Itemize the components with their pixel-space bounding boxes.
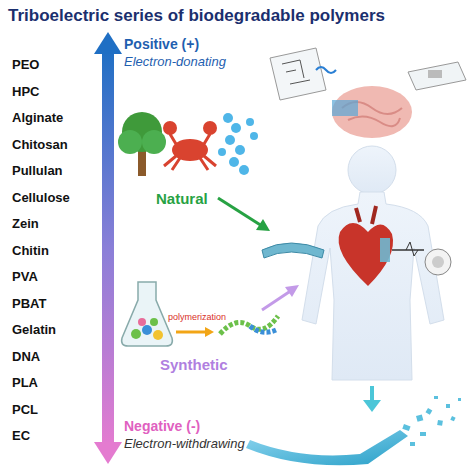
polymer-name: DNA xyxy=(12,350,40,365)
polymer-name: Cellulose xyxy=(12,191,70,206)
polymer-name: Chitin xyxy=(12,244,49,259)
polymer-name: Zein xyxy=(12,217,39,232)
ecg-device xyxy=(392,242,451,275)
polymerization-arrow xyxy=(176,327,214,337)
synthetic-arrow xyxy=(262,285,299,310)
polymer-name: Gelatin xyxy=(12,323,56,338)
polarity-note: Electron-withdrawing xyxy=(124,437,245,452)
polymer-name: Chitosan xyxy=(12,138,68,153)
polarity-label: Positive (+) xyxy=(124,36,199,52)
process-label: polymerization xyxy=(168,312,226,322)
polymer-name: PVA xyxy=(12,270,38,285)
crab-icon xyxy=(163,121,217,170)
natural-arrow xyxy=(218,198,270,231)
polarity-label: Negative (-) xyxy=(124,418,200,434)
polymer-name: HPC xyxy=(12,85,39,100)
polarity-note: Electron-donating xyxy=(124,55,226,70)
human-body xyxy=(302,146,444,380)
series-arrow xyxy=(94,32,122,464)
polymer-name: PBAT xyxy=(12,297,46,312)
polymer-name: PEO xyxy=(12,58,39,73)
synthetic-chain xyxy=(220,316,278,334)
natural-label: Natural xyxy=(156,190,208,207)
polymer-name: PLA xyxy=(12,376,38,391)
flask-icon xyxy=(122,282,173,346)
polymer-name: Alginate xyxy=(12,111,63,126)
polymer-name: Pullulan xyxy=(12,164,63,179)
polysaccharide-chain xyxy=(218,113,258,175)
polymer-name: EC xyxy=(12,429,30,444)
bent-film xyxy=(262,243,324,258)
tree-icon xyxy=(118,112,166,176)
degradation-arrow xyxy=(363,386,381,412)
polymer-name: PCL xyxy=(12,403,38,418)
flexible-circuit xyxy=(270,48,336,100)
sensor-patch xyxy=(408,62,466,90)
brain-implant xyxy=(332,86,412,138)
heart xyxy=(339,206,393,286)
title: Triboelectric series of biodegradable po… xyxy=(8,6,385,26)
synthetic-label: Synthetic xyxy=(160,356,228,373)
degrading-film xyxy=(246,396,461,465)
